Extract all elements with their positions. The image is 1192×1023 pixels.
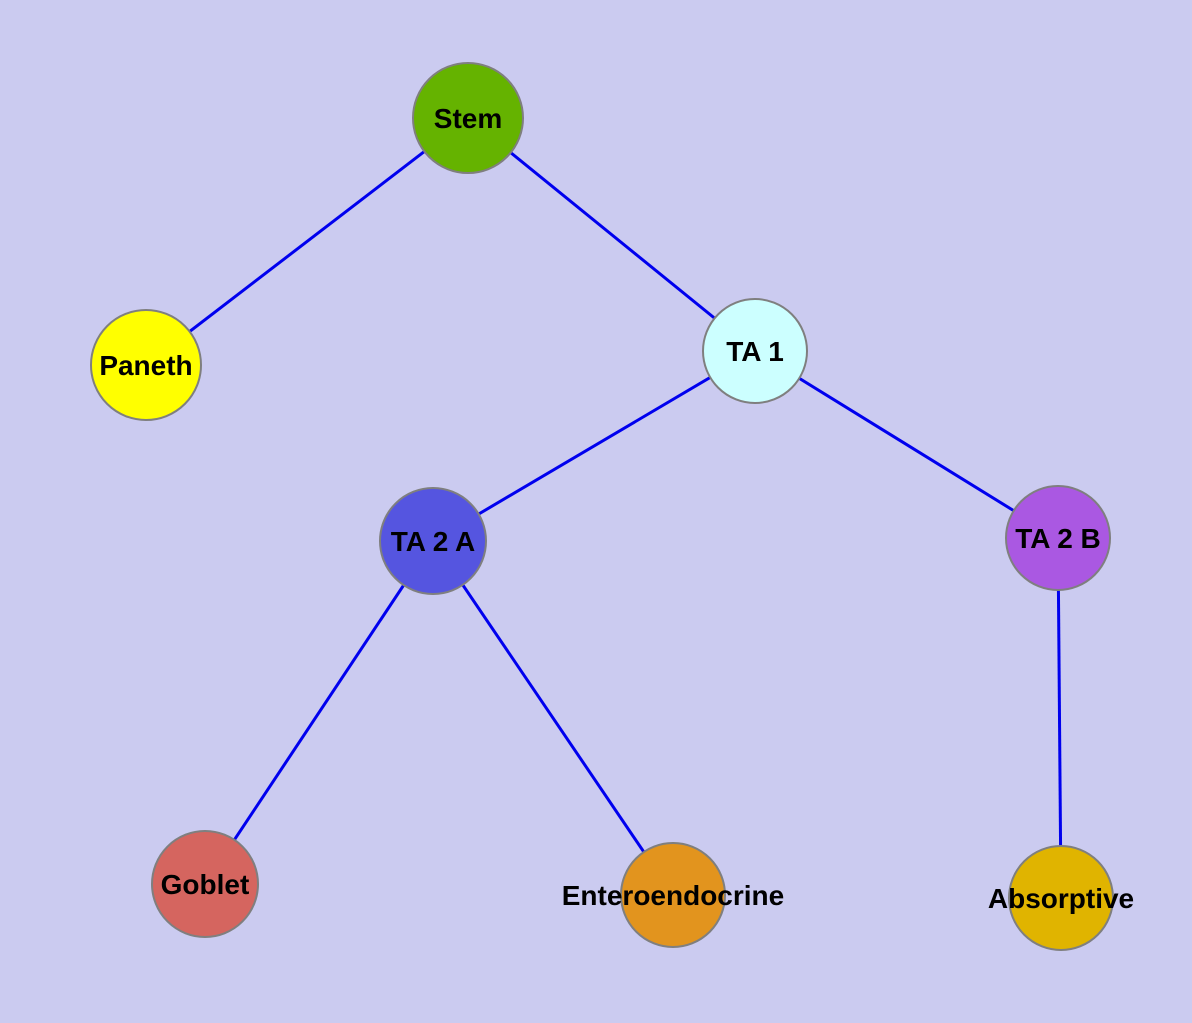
node-ta-2-b[interactable]: TA 2 B: [1005, 485, 1111, 591]
edge-ta-2-b-to-absorptive: [1056, 537, 1063, 899]
node-ta-2-a[interactable]: TA 2 A: [379, 487, 487, 595]
node-goblet[interactable]: Goblet: [151, 830, 259, 938]
node-circle-ta-1[interactable]: [702, 298, 808, 404]
node-circle-paneth[interactable]: [90, 309, 202, 421]
node-absorptive[interactable]: Absorptive: [988, 845, 1134, 951]
edge-ta-2-a-to-enteroendocrine: [431, 540, 675, 896]
node-circle-enteroendocrine[interactable]: [620, 842, 726, 948]
node-circle-ta-2-a[interactable]: [379, 487, 487, 595]
edge-stem-to-paneth: [145, 116, 469, 367]
edge-ta-2-a-to-goblet: [203, 540, 435, 885]
node-circle-goblet[interactable]: [151, 830, 259, 938]
node-circle-ta-2-b[interactable]: [1005, 485, 1111, 591]
node-paneth[interactable]: Paneth: [90, 309, 202, 421]
node-ta-1[interactable]: TA 1: [702, 298, 808, 404]
node-enteroendocrine[interactable]: Enteroendocrine: [562, 842, 784, 948]
node-circle-absorptive[interactable]: [1008, 845, 1114, 951]
node-stem[interactable]: Stem: [412, 62, 524, 174]
edge-ta-1-to-ta-2-a: [432, 349, 756, 543]
node-circle-stem[interactable]: [412, 62, 524, 174]
edge-stem-to-ta-1: [467, 116, 756, 353]
edge-ta-1-to-ta-2-b: [754, 349, 1059, 540]
